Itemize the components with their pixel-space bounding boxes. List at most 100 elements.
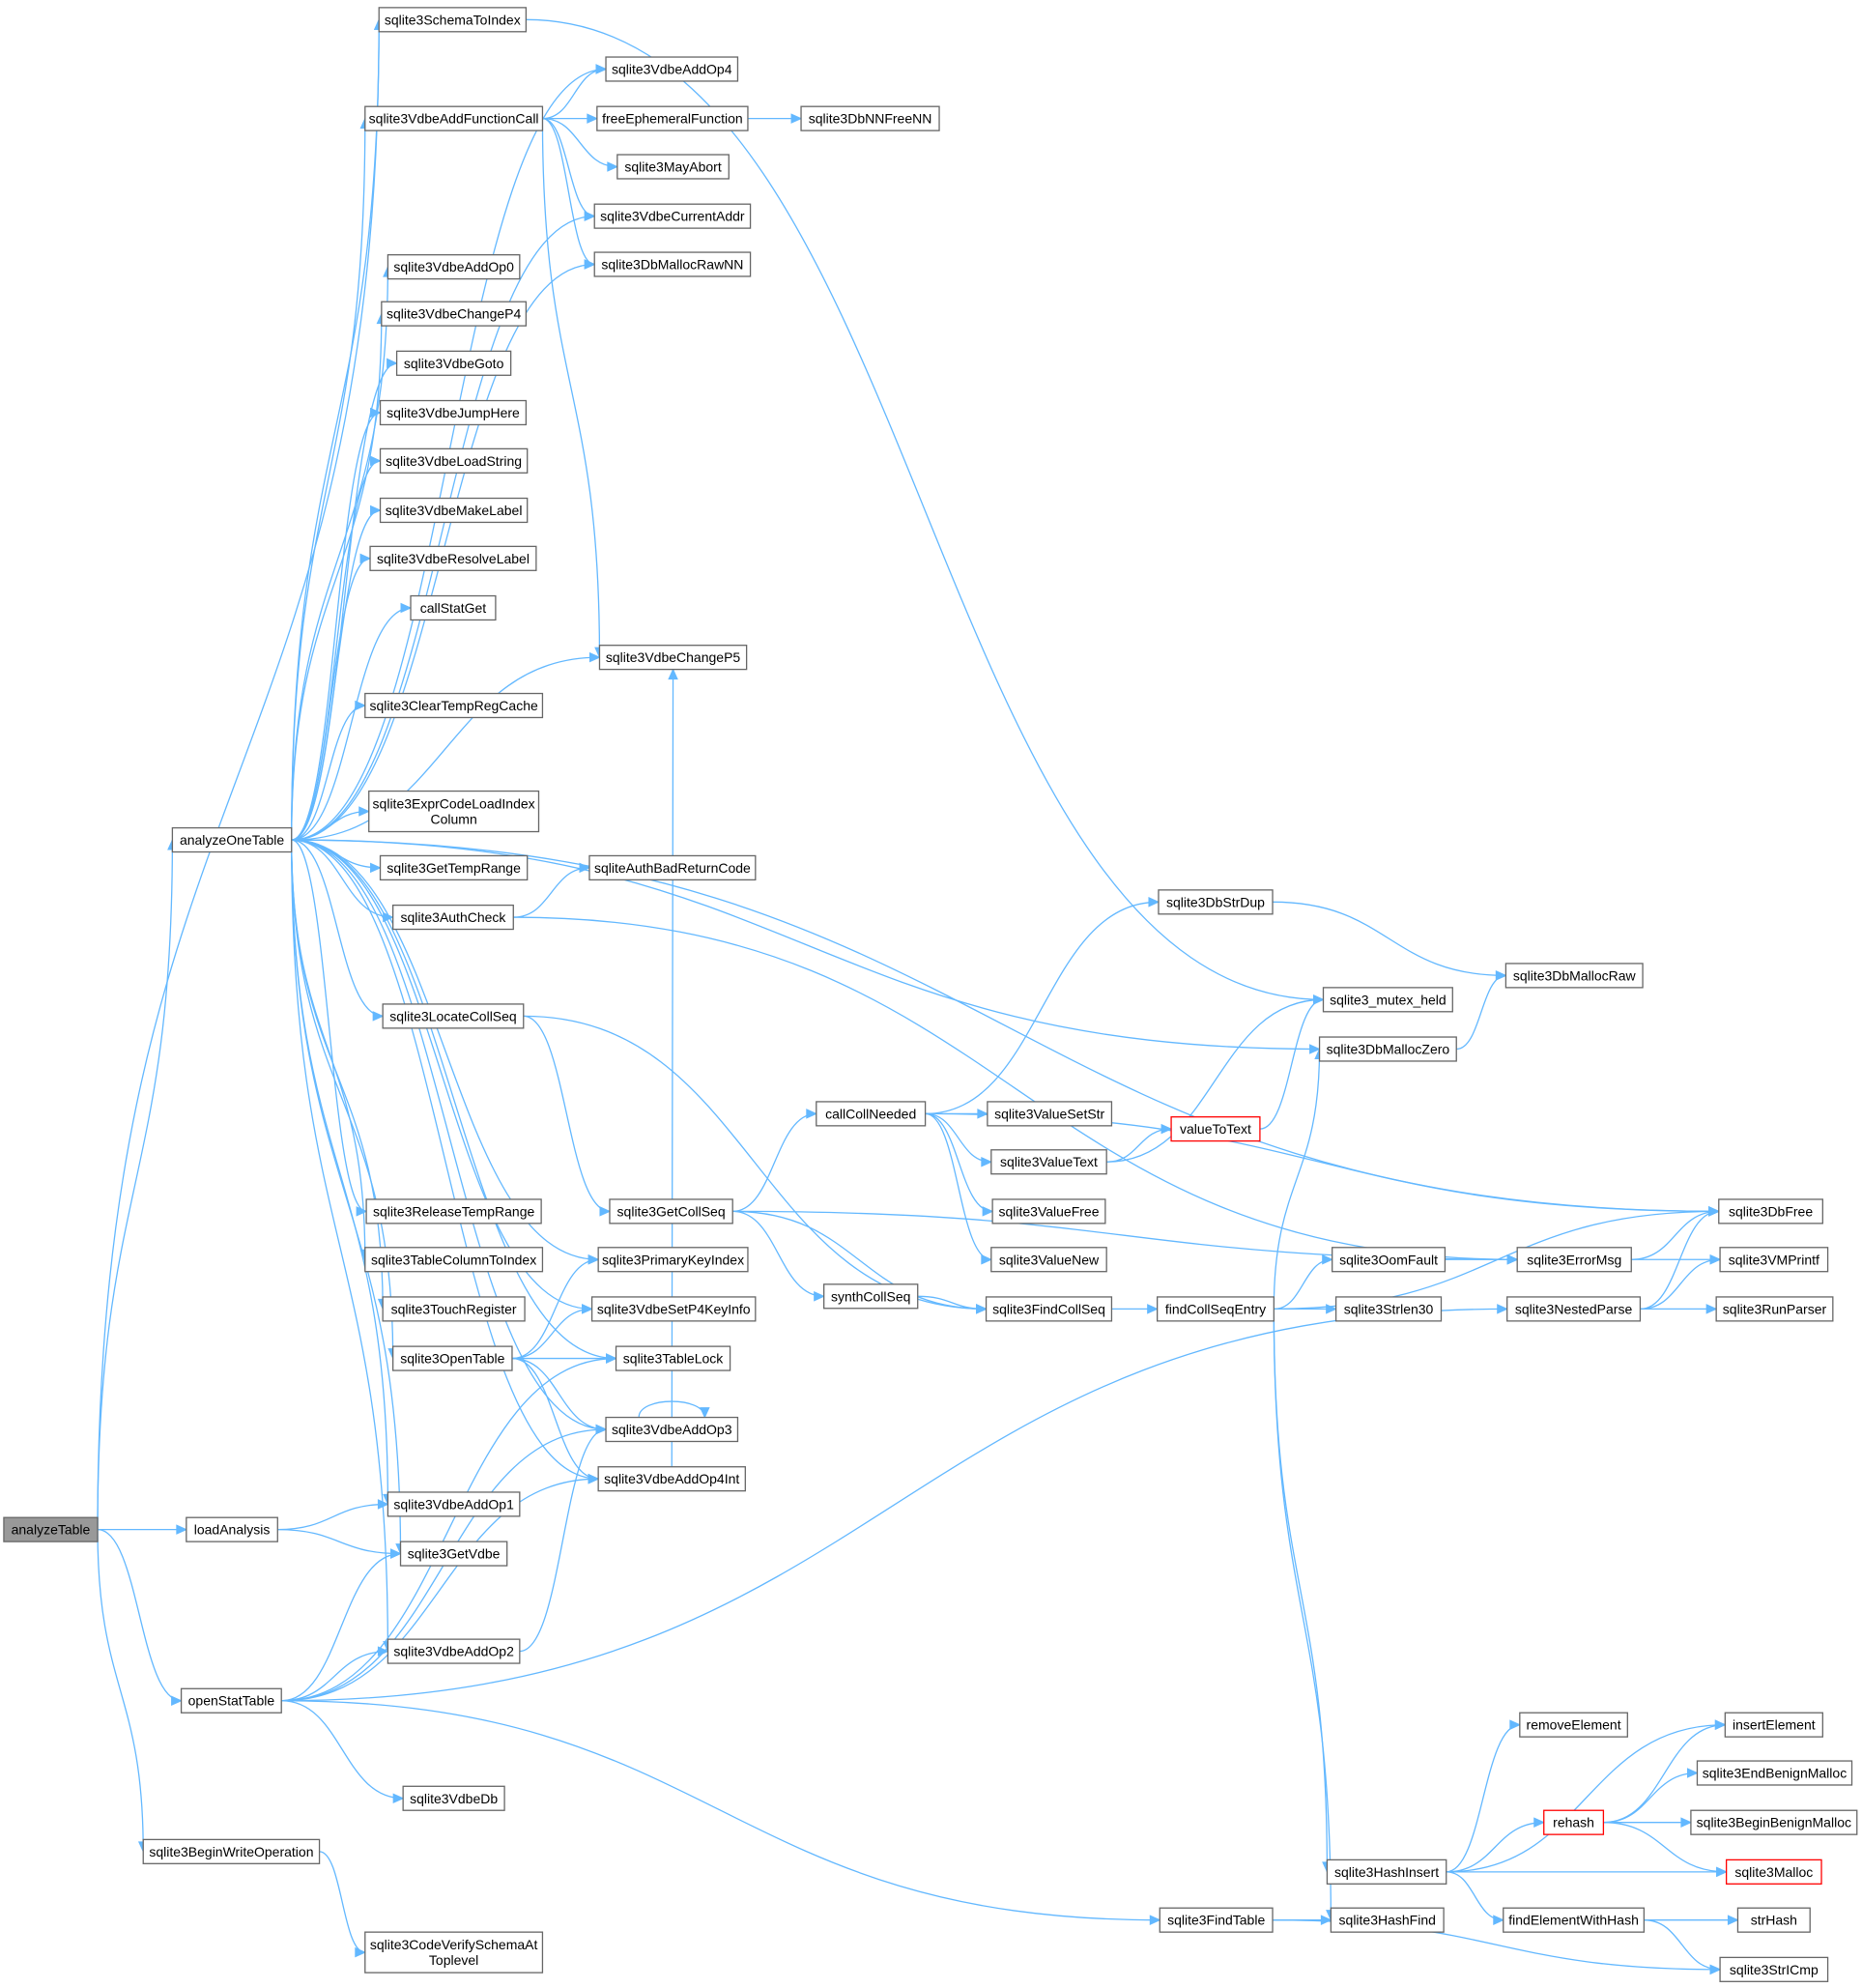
node-sqlite3getcollseq[interactable]: sqlite3GetCollSeq	[609, 1198, 733, 1224]
node-sqlite3vdbeloadstring[interactable]: sqlite3VdbeLoadString	[379, 447, 529, 474]
node-sqlite3valuetext[interactable]: sqlite3ValueText	[990, 1149, 1107, 1175]
node-synthcollseq[interactable]: synthCollSeq	[823, 1283, 919, 1310]
node-sqlite3stricmp[interactable]: sqlite3StrICmp	[1719, 1956, 1829, 1982]
edge-openstattable-to-sqlite3vdbedb	[281, 1700, 405, 1804]
node-sqlite3vdbeaddop1[interactable]: sqlite3VdbeAddOp1	[387, 1491, 521, 1517]
node-sqlite3vdbegoto[interactable]: sqlite3VdbeGoto	[395, 350, 512, 376]
node-label: sqlite3DbNNFreeNN	[809, 111, 932, 127]
node-sqlite3vdbecurrentaddr[interactable]: sqlite3VdbeCurrentAddr	[593, 203, 752, 229]
node-sqlite3getvdbe[interactable]: sqlite3GetVdbe	[399, 1541, 508, 1567]
node-rehash[interactable]: rehash	[1543, 1809, 1605, 1835]
node-freeephemeralfunction[interactable]: freeEphemeralFunction	[596, 105, 749, 131]
node-sqlite3malloc[interactable]: sqlite3Malloc	[1725, 1858, 1822, 1885]
node-sqlite3tablelock[interactable]: sqlite3TableLock	[615, 1345, 731, 1371]
node-findcollseqentry[interactable]: findCollSeqEntry	[1157, 1296, 1275, 1322]
node-box	[171, 826, 293, 853]
node-label: openStatTable	[188, 1693, 275, 1709]
node-sqlite3releasetemprange[interactable]: sqlite3ReleaseTempRange	[365, 1198, 542, 1224]
edge-sqlite3oomfault-to-sqlite3errormsg	[1445, 1253, 1519, 1265]
node-callstatget[interactable]: callStatGet	[410, 594, 497, 621]
edge-sqlite3getcollseq-to-callcollneeded	[732, 1109, 818, 1213]
node-sqlite3strlen30[interactable]: sqlite3Strlen30	[1334, 1296, 1443, 1322]
node-sqlite3beginwriteoperation[interactable]: sqlite3BeginWriteOperation	[142, 1838, 321, 1864]
node-sqlite3vdbechangep5[interactable]: sqlite3VdbeChangeP5	[598, 645, 748, 671]
node-sqlite3dbnnfreenn[interactable]: sqlite3DbNNFreeNN	[800, 105, 940, 131]
node-sqlite3dbmallocraw[interactable]: sqlite3DbMallocRaw	[1504, 963, 1644, 989]
edge-analyzeonetable-to-sqlite3vdbeaddop2	[291, 840, 393, 1653]
node-sqlite3valuesetstr[interactable]: sqlite3ValueSetStr	[987, 1101, 1113, 1127]
node-sqlite3runparser[interactable]: sqlite3RunParser	[1715, 1296, 1834, 1322]
node-sqlite3vdbesetp4keyinfo[interactable]: sqlite3VdbeSetP4KeyInfo	[590, 1296, 757, 1322]
node-valuetotext[interactable]: valueToText	[1170, 1116, 1261, 1142]
edge-openstattable-to-sqlite3nestedparse	[281, 1304, 1508, 1702]
node-sqlite3dbfree[interactable]: sqlite3DbFree	[1718, 1198, 1823, 1224]
node-box	[392, 1345, 513, 1371]
node-sqlite3vdbeaddop4int[interactable]: sqlite3VdbeAddOp4Int	[597, 1466, 746, 1492]
node-callcollneeded[interactable]: callCollNeeded	[816, 1101, 927, 1127]
edge-analyzeonetable-to-callstatget	[291, 602, 413, 841]
edge-rehash-to-sqlite3malloc	[1603, 1822, 1728, 1878]
node-analyzeonetable[interactable]: analyzeOneTable	[171, 826, 293, 853]
node-label: sqlite3VdbeDb	[410, 1791, 498, 1806]
node-sqlite3vdberesolvelabel[interactable]: sqlite3VdbeResolveLabel	[369, 545, 537, 571]
node-removeelement[interactable]: removeElement	[1519, 1712, 1628, 1738]
node-sqlite3primarykeyindex[interactable]: sqlite3PrimaryKeyIndex	[597, 1247, 749, 1273]
node-sqlite3endbenignmalloc[interactable]: sqlite3EndBenignMalloc	[1696, 1760, 1853, 1786]
node-sqlite3opentable[interactable]: sqlite3OpenTable	[392, 1345, 513, 1371]
node-box	[1322, 987, 1453, 1013]
node-sqlite3vdbeaddfunctioncall[interactable]: sqlite3VdbeAddFunctionCall	[364, 105, 544, 131]
node-sqlite3nestedparse[interactable]: sqlite3NestedParse	[1506, 1296, 1642, 1322]
edge-analyzetable-to-analyzeonetable	[97, 838, 178, 1530]
node-sqlite3vdbeaddop3[interactable]: sqlite3VdbeAddOp3	[605, 1416, 739, 1443]
node-sqlite3authcheck[interactable]: sqlite3AuthCheck	[392, 904, 514, 931]
node-label: freeEphemeralFunction	[602, 111, 743, 127]
node-sqlite3valuefree[interactable]: sqlite3ValueFree	[991, 1198, 1106, 1224]
node-sqlite3oomfault[interactable]: sqlite3OomFault	[1332, 1247, 1447, 1273]
node-sqlite3cleartempregcache[interactable]: sqlite3ClearTempRegCache	[364, 692, 544, 719]
node-sqlite3mayabort[interactable]: sqlite3MayAbort	[616, 154, 730, 180]
node-findelementwithhash[interactable]: findElementWithHash	[1503, 1907, 1646, 1933]
node-strhash[interactable]: strHash	[1736, 1907, 1811, 1933]
node-sqlite3beginbenignmalloc[interactable]: sqlite3BeginBenignMalloc	[1690, 1809, 1858, 1835]
node-sqlite3dbmallocrawnn[interactable]: sqlite3DbMallocRawNN	[593, 251, 752, 277]
edge-analyzetable-to-openstattable	[97, 1529, 183, 1707]
node-sqlite3vdbeaddop0[interactable]: sqlite3VdbeAddOp0	[387, 254, 521, 280]
node-sqlite3errormsg[interactable]: sqlite3ErrorMsg	[1516, 1247, 1632, 1273]
node-sqlite3valuenew[interactable]: sqlite3ValueNew	[990, 1247, 1107, 1273]
node-sqlite3tablecolumntoindex[interactable]: sqlite3TableColumnToIndex	[364, 1247, 544, 1273]
node-sqlite3locatecollseq[interactable]: sqlite3LocateCollSeq	[382, 1003, 525, 1029]
node-sqlite3findcollseq[interactable]: sqlite3FindCollSeq	[985, 1296, 1113, 1322]
node-label: sqlite3ValueText	[1000, 1154, 1098, 1169]
node-sqlite3dbmalloczero[interactable]: sqlite3DbMallocZero	[1318, 1036, 1457, 1062]
node-sqlite3vdbemakelabel[interactable]: sqlite3VdbeMakeLabel	[379, 497, 529, 524]
edge-sqlite3hashinsert-to-sqlite3malloc	[1446, 1866, 1728, 1878]
node-sqlite3touchregister[interactable]: sqlite3TouchRegister	[382, 1296, 526, 1322]
node-openstattable[interactable]: openStatTable	[180, 1687, 282, 1714]
node-box	[364, 1247, 544, 1273]
node-sqlite3findtable[interactable]: sqlite3FindTable	[1159, 1907, 1274, 1933]
node-sqlite3vmprintf[interactable]: sqlite3VMPrintf	[1719, 1247, 1829, 1273]
node-insertelement[interactable]: insertElement	[1724, 1712, 1823, 1738]
node-label: rehash	[1553, 1815, 1594, 1830]
node-sqlite3schematoindex[interactable]: sqlite3SchemaToIndex	[378, 7, 528, 33]
edge-analyzeonetable-to-sqlite3vdbemakelabel	[291, 504, 382, 841]
node-sqlite3gettemprange[interactable]: sqlite3GetTempRange	[379, 854, 529, 881]
node-sqlite3hashinsert[interactable]: sqlite3HashInsert	[1326, 1858, 1447, 1885]
node-sqlite3hashfind[interactable]: sqlite3HashFind	[1330, 1907, 1445, 1933]
node-analyzetable[interactable]: analyzeTable	[3, 1516, 99, 1542]
node-sqlite3vdbedb[interactable]: sqlite3VdbeDb	[402, 1785, 505, 1811]
edge-sqlite3opentable-to-sqlite3vdbesetp4keyinfo	[511, 1304, 593, 1360]
node-sqlite3vdbechangep4[interactable]: sqlite3VdbeChangeP4	[381, 301, 528, 327]
node-label: sqlite3VdbeSetP4KeyInfo	[597, 1301, 751, 1316]
node-sqlite3vdbeaddop4[interactable]: sqlite3VdbeAddOp4	[605, 56, 739, 82]
node-sqlite3vdbeaddop2[interactable]: sqlite3VdbeAddOp2	[387, 1638, 521, 1664]
node-box	[605, 1416, 739, 1443]
edge-openstattable-to-sqlite3getvdbe	[281, 1548, 402, 1702]
node-loadanalysis[interactable]: loadAnalysis	[186, 1516, 278, 1542]
node-sqlite3-mutex-held[interactable]: sqlite3_mutex_held	[1322, 987, 1453, 1013]
node-sqlite3vdbejumphere[interactable]: sqlite3VdbeJumpHere	[379, 399, 528, 426]
node-sqlite3dbstrdup[interactable]: sqlite3DbStrDup	[1158, 889, 1274, 915]
node-sqliteauthbadreturncode[interactable]: sqliteAuthBadReturnCode	[588, 854, 757, 881]
